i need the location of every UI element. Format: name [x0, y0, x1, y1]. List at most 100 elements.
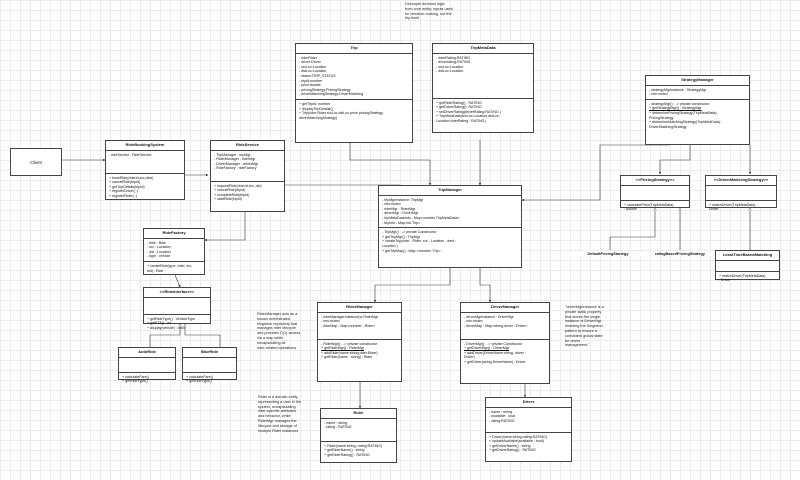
attributes: - bike : Bike - src : Location - dst : L… — [144, 239, 204, 262]
attr: - driverrating:RATING — [436, 60, 471, 65]
attr: - driverMap : Map<string,driver : Driver… — [464, 323, 528, 328]
class-title: BikeRide — [183, 348, 236, 358]
method: + getTripDetails(tripId) — [109, 184, 145, 189]
attr: - riderMap : Map<number , Rider> — [321, 323, 376, 328]
attr: - RideFactory : rideFactory — [214, 166, 257, 171]
class-ridermanager: RiderManager - riderManagerInstance(s):R… — [317, 302, 402, 382]
attributes: - riderRider - driver:Driver - srcLoc:Lo… — [296, 54, 412, 100]
class-ridefactory: RideFactory - bike : Bike - src : Locati… — [143, 228, 205, 275]
attributes: - riderManagerInstance(s):RiderMgr - mtx… — [318, 313, 401, 340]
method: + getRiderRating() : RATING — [436, 100, 482, 105]
attributes: - name : string - available : bool - rat… — [486, 408, 571, 433]
method: + updateAvailable(available : bool) — [489, 439, 544, 444]
class-title: AutoRide — [119, 348, 175, 358]
attr: - riderManagerInstance(s):RiderMgr — [321, 314, 379, 319]
attr: - DriverManager : driverMgr — [214, 161, 259, 166]
methods: + calculatePrice(TripMetaData) : double — [621, 201, 689, 214]
attr: - tripMetaDataInfo : Map<number,TripMeta… — [382, 215, 460, 220]
attributes — [621, 186, 689, 201]
class-title: StrategyManager — [646, 76, 749, 86]
method: + calculatePrice(TripMetaData) — [624, 202, 674, 207]
attr: - rating:RATING — [489, 418, 515, 423]
class-defaultpricingstrategy: DefaultPricingStartegy — [568, 252, 648, 256]
attr: - name : string — [489, 409, 512, 414]
method: + addDriver(DriverName:string, driver : — [464, 350, 526, 355]
class-ridebookingsystem: RideBookingSystem - rideService : RideSe… — [105, 140, 185, 200]
attr: - strategyMgrInstance : StrategyMgr — [649, 87, 707, 92]
class-title: DriverManager — [461, 303, 549, 313]
method: + getDriverRating() : RATING — [489, 448, 536, 453]
attr: - type : vehicle — [147, 254, 171, 259]
client-label: Client — [30, 159, 42, 165]
methods: + createRide(type, rider, src, dst) : Ri… — [144, 262, 204, 275]
method: + getStrategyMgr() : StrategyMgr — [649, 106, 702, 111]
note-top: Decouple decision logic from core entity… — [405, 2, 453, 21]
attributes: - strategyMgrInstance : StrategyMgr - mt… — [646, 86, 749, 100]
methods: + matchDriver(TripMetaData) : Driver — [706, 201, 776, 214]
attr: - riderRider — [299, 55, 317, 60]
method: + getRiderMgr() : RiderMgr — [321, 346, 365, 351]
method: + matchDriver(TripMetaData) — [719, 273, 766, 278]
methods: - strategyMgr() : -> private constructor… — [646, 100, 749, 132]
method: + getRiderName() : string — [324, 448, 365, 453]
method: Driver) — [464, 355, 475, 360]
class-title: Trip — [296, 44, 412, 54]
method: driverMatchingStrategy) — [299, 115, 338, 120]
method: + getRider(name : string) : Rider — [321, 355, 373, 360]
method: DriverMatchingStrategy — [649, 124, 687, 129]
class-autoride: AutoRide + calculateFare() + getRideType… — [118, 347, 176, 383]
attributes — [183, 358, 236, 373]
class-title: LeastTimeBasedMatching — [716, 251, 779, 261]
method: + Driver(name:string,rating:RATING) — [489, 434, 548, 439]
methods: + calculateFare() + getRideType() — [183, 373, 236, 386]
class-title: TripMetaData — [433, 44, 533, 54]
method: + Trip(rider:Rider,srcLoc,dstLoc,price,p… — [299, 111, 384, 116]
class-driver: Driver - name : string - available : boo… — [485, 397, 572, 462]
class-bikeride: BikeRide + calculateFare() + getRideType… — [182, 347, 237, 383]
note-strategy: "driverMgrInstance is a private static p… — [565, 305, 604, 348]
attributes — [144, 298, 210, 315]
attr: - mtx:mutex — [649, 92, 668, 97]
attr: - tripId:number — [299, 78, 323, 83]
method: + getRideType() — [122, 379, 148, 384]
method: + getDriverMgr() : DriverMgr — [464, 346, 510, 351]
attributes — [706, 186, 776, 201]
class-strategymanager: StrategyManager - strategyMgrInstance : … — [645, 75, 750, 145]
attr: - mtx:mutex — [321, 319, 340, 324]
attr: - srcLoc:Location — [299, 64, 327, 69]
methods: + bookRide(riderId,src,dest) + cancelRid… — [106, 174, 184, 201]
attributes — [119, 358, 175, 373]
method: Location ) — [382, 243, 398, 248]
method: + getRiderRating() : RATING — [324, 452, 370, 457]
methods: + getRideType() : VehicleType + getETA()… — [144, 315, 210, 333]
class-title: RiderManager — [318, 303, 401, 313]
methods: + Driver(name:string,rating:RATING) + up… — [486, 433, 571, 455]
attr: - status:TRIP_STATUS — [299, 73, 336, 78]
methods: + getRiderRating() : RATING + getDriverR… — [433, 99, 533, 126]
methods: - DriverMgr() : -> private Constructor +… — [461, 340, 549, 367]
client-box: Client — [10, 148, 62, 176]
note-ridermanager: RiderManager acts as a known orchestrate… — [257, 312, 301, 350]
class-title: Driver — [486, 398, 571, 408]
class-title: RideService — [211, 141, 284, 151]
attributes: - TripManager : tripMgr - RiderManager :… — [211, 151, 284, 182]
method: + getRideType() — [186, 379, 212, 384]
class-tripmetadata: TripMetaData - riderRating:RATING - driv… — [432, 43, 534, 133]
method: + getRideType() : VehicleType — [147, 316, 196, 321]
attr: - dstLoc:Location — [299, 69, 327, 74]
method: + cancelRide(tripId) — [109, 180, 141, 185]
class-rider: Rider - name : string - rating : RATING … — [320, 408, 397, 463]
class-drivermanager: DriverManager - driverMgrInstance : Driv… — [460, 302, 550, 384]
method: + cancelRide(tripId) — [214, 188, 246, 193]
attr: - driverMgrInstance : DriverMgr — [464, 314, 514, 319]
attr: - available : bool — [489, 414, 516, 419]
method: + getTripMap() : Map <number, Trip> — [382, 248, 441, 253]
class-ratingbasedpricingstrategy: ratingBasedPricingStrategy — [645, 252, 715, 256]
attr: - RiderManager : riderMgr — [214, 157, 256, 162]
method: + calculateFare() — [122, 374, 150, 379]
attr: - price:double — [299, 83, 321, 88]
method: + createTrip(rider : Rider, src : Locati… — [382, 239, 457, 244]
method: - DriverMgr() : -> private Constructor — [464, 341, 523, 346]
class-title: RideFactory — [144, 229, 204, 239]
method: - strategyMgr() : -> private constructor — [649, 101, 710, 106]
